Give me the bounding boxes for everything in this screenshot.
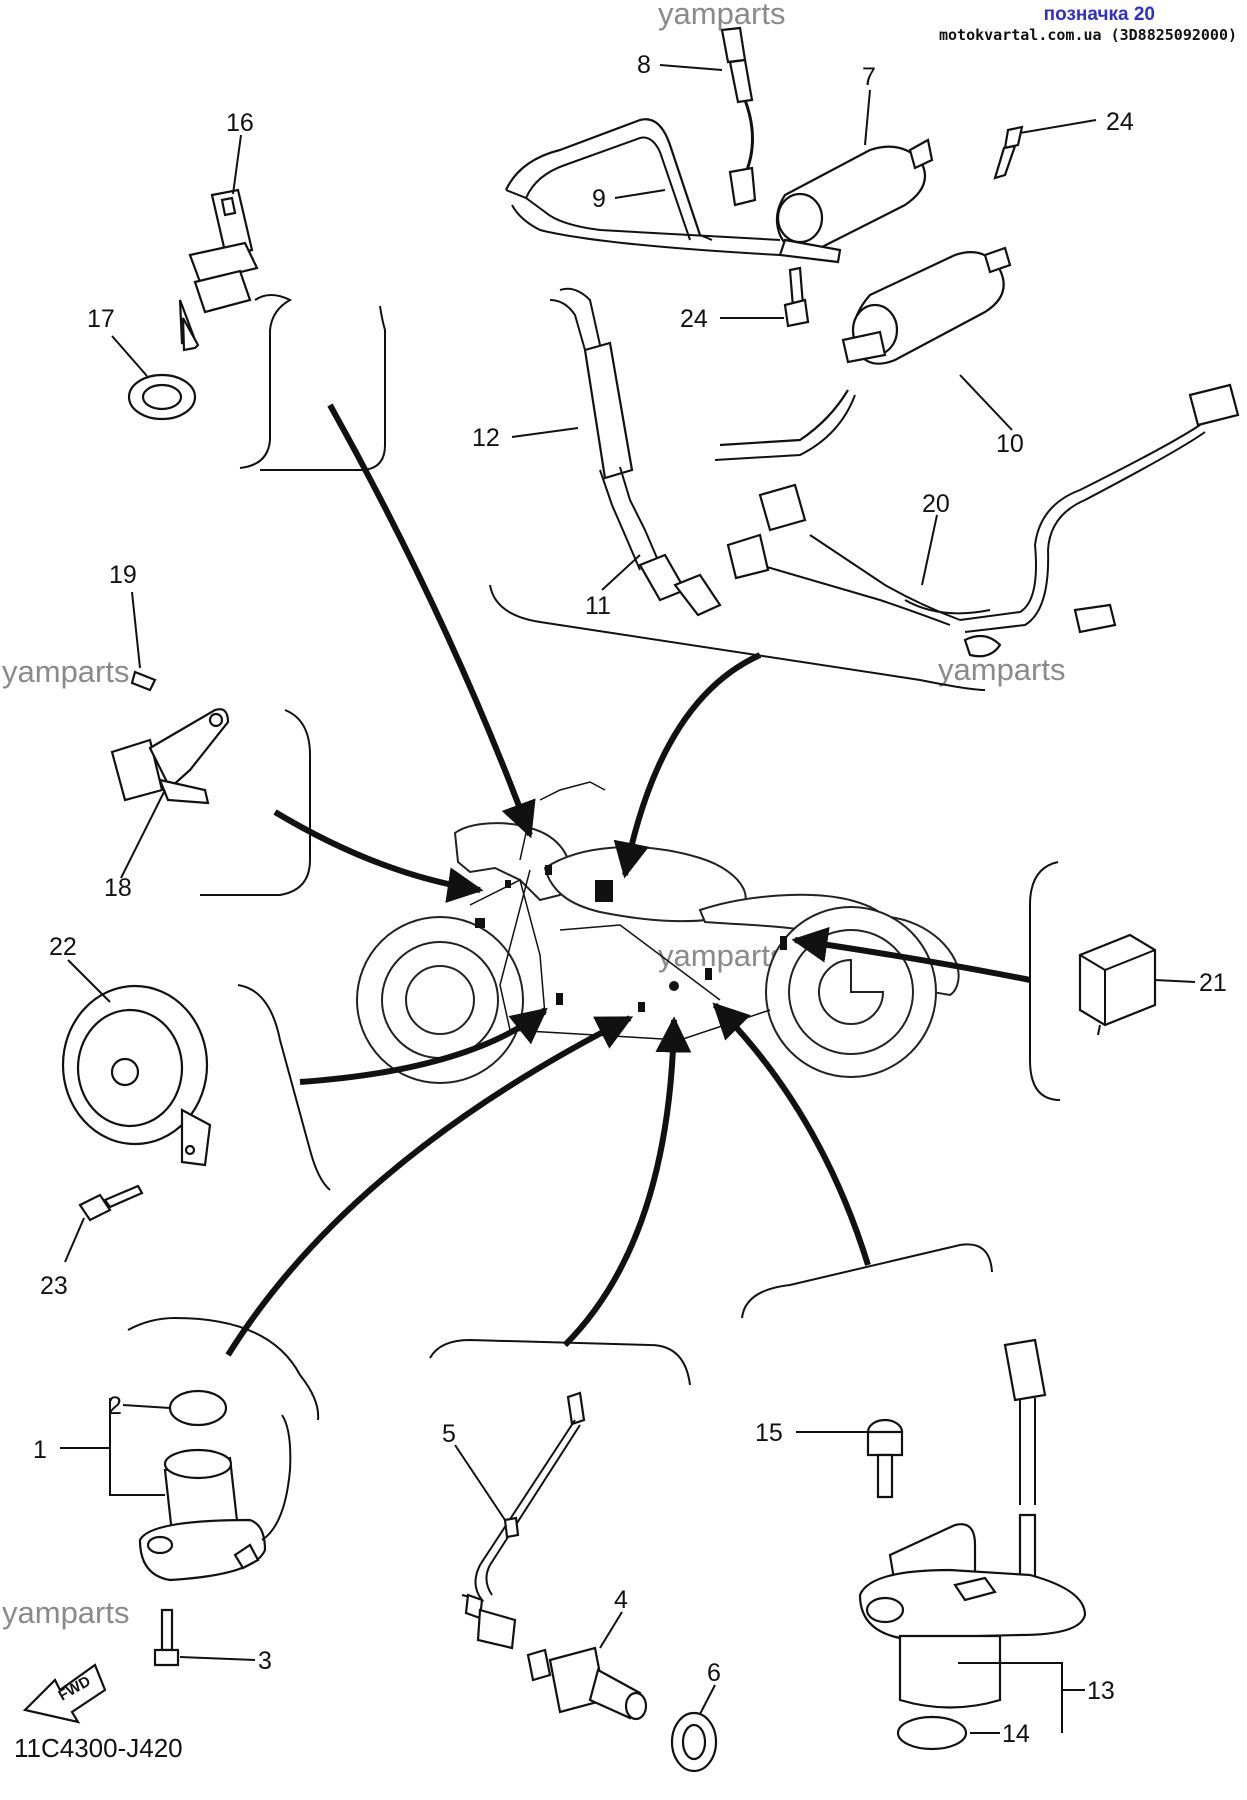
callout-18: 18 xyxy=(104,874,132,902)
part-7-ignition-coil xyxy=(775,138,934,264)
group-connectors xyxy=(127,294,1061,1421)
callout-2: 2 xyxy=(108,1392,122,1420)
part-16-sensor xyxy=(178,188,259,352)
callout-9: 9 xyxy=(592,185,606,213)
callout-8: 8 xyxy=(637,51,651,79)
part-12-lead xyxy=(559,287,601,346)
header-title: позначка 20 xyxy=(1043,4,1155,25)
callout-22: 22 xyxy=(49,933,77,961)
part-5-lead xyxy=(461,1391,586,1650)
part-23-bolt xyxy=(78,1184,144,1222)
watermark-left-upper: yamparts xyxy=(2,654,129,689)
callout-6: 6 xyxy=(707,1659,721,1687)
part-21-relay xyxy=(1078,933,1157,1036)
part-14-o-ring xyxy=(896,1715,968,1751)
part-11-cap xyxy=(638,553,687,602)
callout-5: 5 xyxy=(442,1420,456,1448)
callout-21: 21 xyxy=(1199,969,1227,997)
callout-4: 4 xyxy=(614,1586,628,1614)
part-3-bolt xyxy=(153,1608,180,1667)
motorcycle-outline xyxy=(356,781,960,1084)
callout-13: 13 xyxy=(1087,1677,1115,1705)
callout-19: 19 xyxy=(109,561,137,589)
callout-16: 16 xyxy=(226,109,254,137)
part-2-o-ring xyxy=(168,1389,228,1427)
callout-24-top: 24 xyxy=(1106,108,1134,136)
leader-lines xyxy=(60,64,1196,1734)
callout-23: 23 xyxy=(40,1272,68,1300)
diagram-code: 11C4300-J420 xyxy=(14,1733,183,1763)
callout-3: 3 xyxy=(258,1647,272,1675)
callout-14: 14 xyxy=(1002,1720,1030,1748)
callout-12: 12 xyxy=(472,424,500,452)
part-9-lead xyxy=(505,118,702,236)
part-10-ignition-coil xyxy=(841,246,1012,365)
part-19-screw xyxy=(130,670,157,692)
part-13-sensor xyxy=(858,1338,1087,1709)
part-15-bolt xyxy=(866,1418,904,1499)
part-1-sensor xyxy=(138,1414,292,1582)
fwd-arrow-icon: FWD xyxy=(22,1663,107,1724)
part-4-sensor xyxy=(526,1646,648,1721)
callout-10: 10 xyxy=(996,430,1024,458)
watermark-center: yamparts xyxy=(658,938,785,973)
part-20-harness xyxy=(726,383,1240,658)
part-22-horn xyxy=(61,984,212,1167)
watermark-left-lower: yamparts xyxy=(2,1595,129,1630)
callout-24-mid: 24 xyxy=(680,305,708,333)
watermark-top: yamparts xyxy=(658,0,785,31)
part-18-sensor xyxy=(110,708,230,805)
callout-1: 1 xyxy=(33,1436,47,1464)
callout-17: 17 xyxy=(87,305,115,333)
callout-7: 7 xyxy=(862,63,876,91)
callout-15: 15 xyxy=(755,1419,783,1447)
part-8-cap xyxy=(720,26,754,104)
watermark-right-upper: yamparts xyxy=(938,652,1065,687)
callout-11: 11 xyxy=(585,592,611,620)
part-24-bolt-b xyxy=(1003,125,1024,150)
header-site: motokvartal.com.ua (3D8825092000) xyxy=(938,26,1237,44)
callout-20: 20 xyxy=(922,490,950,518)
callout-numbers: 16 17 19 18 22 23 8 7 9 24 24 10 12 11 2… xyxy=(33,51,1227,1748)
